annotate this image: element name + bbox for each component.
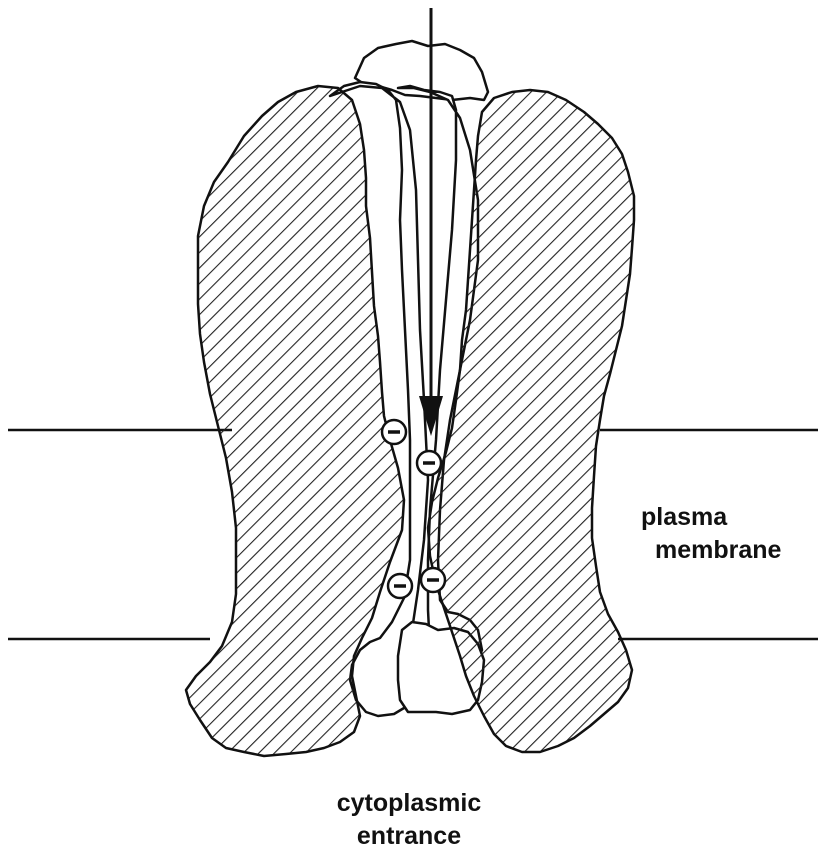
negative-charge-icon [388,574,412,598]
negative-charge-icon [382,420,406,444]
negative-charge-icon [421,568,445,592]
plasma-membrane-label-line2: membrane [655,535,781,565]
cytoplasmic-entrance-label-line2: entrance [0,821,818,851]
plasma-membrane-label-line1: plasma [641,502,727,532]
negative-charge-icon [417,451,441,475]
cytoplasmic-entrance-label-line1: cytoplasmic [0,788,818,818]
